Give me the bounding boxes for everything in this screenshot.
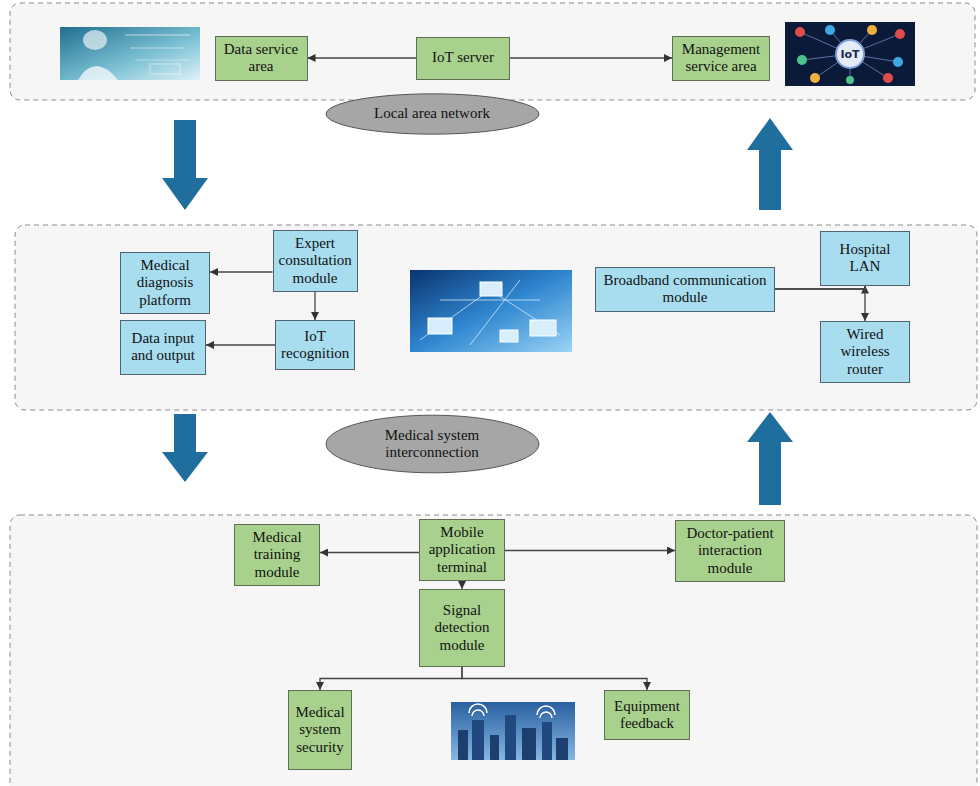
process-box: Data service area (215, 36, 308, 81)
connector-arrow (206, 344, 275, 345)
node-content: Medical training module (240, 529, 314, 581)
connector-arrow (461, 581, 462, 589)
node-text: Medical training module (240, 529, 314, 581)
down-arrow (162, 414, 208, 482)
node-content: Doctor-patient interaction module (681, 525, 779, 577)
process-box: Hospital LAN (820, 231, 910, 286)
node-content: Data service area (221, 41, 302, 76)
connector-arrow (210, 271, 273, 272)
node-content: Data input and output (126, 330, 200, 365)
connector-arrow (320, 552, 419, 553)
connector-arrow (775, 289, 865, 321)
connector-arrow (308, 57, 417, 58)
process-box: Medical diagnosis platform (120, 252, 210, 314)
process-box: Broadband communication module (595, 267, 775, 312)
node-content: IoT server (432, 49, 494, 66)
node-text: Management service area (678, 41, 764, 76)
node-text: Mobile application terminal (425, 524, 499, 576)
node-text: Expert consultation module (279, 235, 352, 287)
node-text: Data service area (221, 41, 302, 76)
process-box: Data input and output (120, 320, 206, 375)
node-text: Broadband communication module (601, 272, 769, 307)
process-box: Management service area (672, 36, 770, 81)
node-text: Medical system security (294, 704, 346, 756)
process-box: Medical system security (288, 690, 352, 770)
iot-illustration (785, 22, 915, 86)
down-arrow (162, 120, 208, 210)
process-box: Mobile application terminal (419, 519, 505, 581)
process-box: IoT server (416, 37, 510, 80)
node-content: Medical system interconnection (367, 427, 497, 462)
connector-arrow (462, 667, 647, 690)
node-content: Medical system security (294, 704, 346, 756)
node-text: Wired wireless router (826, 326, 904, 378)
city-illustration (451, 702, 575, 760)
node-content: Broadband communication module (601, 272, 769, 307)
bottom-panel (10, 515, 977, 786)
node-text: Signal detection module (425, 602, 499, 654)
node-text: IoT server (432, 49, 494, 66)
ellipse-node: Local area network (325, 93, 540, 135)
node-text: Medical diagnosis platform (126, 257, 204, 309)
node-content: Expert consultation module (279, 235, 352, 287)
image-label: IoT (840, 48, 859, 61)
top-panel (10, 3, 975, 100)
connector-arrow (505, 550, 675, 551)
node-content: Wired wireless router (826, 326, 904, 378)
node-text: Medical system interconnection (367, 427, 497, 462)
node-content: Mobile application terminal (425, 524, 499, 576)
middle-panel (15, 225, 977, 410)
connector-arrow (314, 292, 315, 320)
process-box: Expert consultation module (273, 230, 358, 292)
ellipse-shape (326, 415, 539, 473)
ellipse-node: Medical system interconnection (325, 414, 540, 474)
ellipse-shape (326, 94, 539, 134)
process-box: Wired wireless router (820, 321, 910, 383)
connector-arrow (320, 667, 462, 690)
node-content: Medical diagnosis platform (126, 257, 204, 309)
node-text: Doctor-patient interaction module (681, 525, 779, 577)
process-box: Equipment feedback (604, 690, 690, 740)
node-text: Hospital LAN (826, 241, 904, 276)
node-content: Local area network (374, 105, 490, 122)
process-box: Medical training module (234, 524, 320, 586)
node-content: Hospital LAN (826, 241, 904, 276)
connector-arrow (510, 57, 672, 58)
up-arrow (747, 118, 793, 210)
node-text: Data input and output (126, 330, 200, 365)
network-illustration (410, 270, 572, 352)
node-content: IoT recognition (281, 328, 349, 363)
doctor-illustration (60, 27, 200, 80)
node-content: Management service area (678, 41, 764, 76)
node-text: IoT recognition (281, 328, 349, 363)
up-arrow (747, 412, 793, 505)
process-box: Signal detection module (419, 589, 505, 667)
node-text: Equipment feedback (610, 698, 684, 733)
node-content: Equipment feedback (610, 698, 684, 733)
process-box: Doctor-patient interaction module (675, 520, 785, 582)
node-text: Local area network (374, 105, 490, 122)
process-box: IoT recognition (275, 320, 355, 370)
node-content: Signal detection module (425, 602, 499, 654)
